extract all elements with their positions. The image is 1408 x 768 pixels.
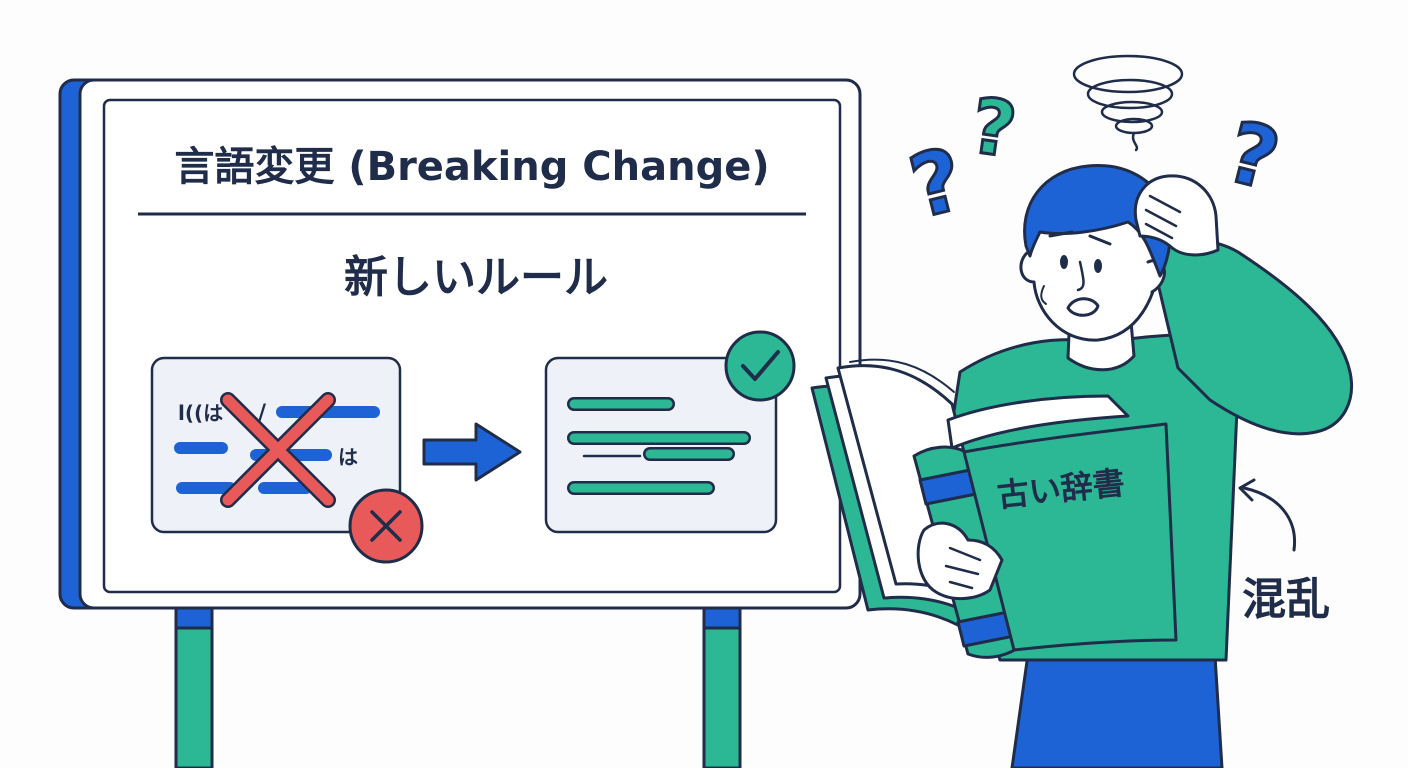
old-code-fragment-2: / bbox=[258, 401, 267, 426]
old-code-fragment-3: は bbox=[338, 445, 358, 469]
sign-post-left bbox=[174, 604, 214, 768]
board-title: 言語変更 (Breaking Change) bbox=[174, 144, 769, 190]
strike-cross-icon bbox=[220, 392, 336, 508]
check-mark-icon bbox=[724, 330, 796, 402]
person-hand-book bbox=[916, 521, 1004, 600]
book-cover bbox=[962, 422, 1178, 652]
reject-x-icon bbox=[348, 488, 424, 564]
question-mark-right-icon: ? bbox=[1216, 101, 1290, 211]
person-hair bbox=[1023, 164, 1172, 278]
svg-text:?: ? bbox=[966, 81, 1022, 175]
board-subtitle: 新しいルール bbox=[344, 252, 608, 303]
arrow-right-icon bbox=[422, 422, 522, 482]
old-code-fragment-1: l((は bbox=[178, 401, 223, 425]
question-mark-left-icon: ? bbox=[899, 128, 975, 240]
confusion-caption: 混乱 bbox=[1242, 574, 1330, 625]
new-code-panel bbox=[544, 356, 778, 534]
person-mouth bbox=[1066, 297, 1100, 317]
svg-text:?: ? bbox=[901, 129, 974, 238]
signboard: 言語変更 (Breaking Change) 新しいルール l((は / は bbox=[58, 78, 862, 768]
svg-text:?: ? bbox=[1218, 102, 1289, 209]
person-raised-arm bbox=[1148, 239, 1353, 436]
dizzy-swirl-icon bbox=[1072, 54, 1184, 152]
person-hand-head bbox=[1133, 174, 1220, 257]
old-code-panel: l((は / は bbox=[150, 356, 402, 534]
pointer-arrow-icon bbox=[1242, 486, 1297, 552]
sign-post-right bbox=[702, 604, 742, 768]
old-dictionary-book: 古い辞書 bbox=[810, 358, 1178, 659]
question-mark-middle-icon: ? bbox=[964, 79, 1023, 176]
